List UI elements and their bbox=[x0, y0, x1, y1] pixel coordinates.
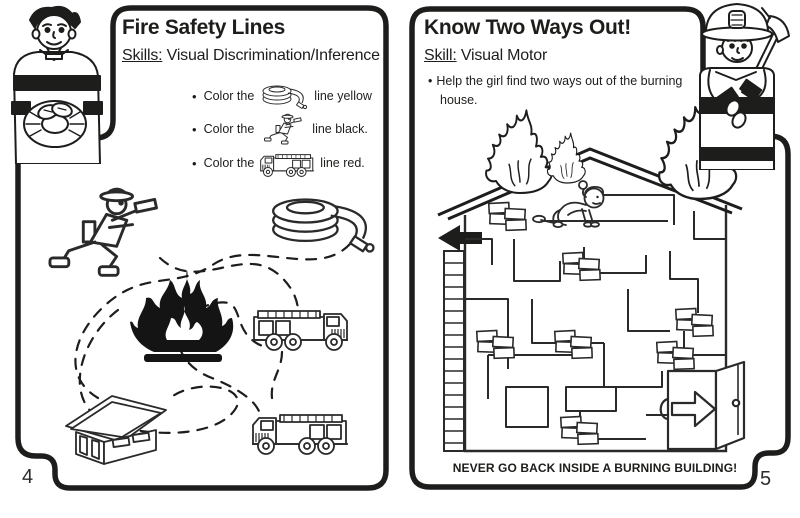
flame-icon bbox=[546, 132, 586, 184]
skill-label: Skill: bbox=[424, 47, 457, 64]
skill-text: Visual Motor bbox=[460, 47, 548, 64]
flame-icon bbox=[485, 109, 553, 195]
fire-flame-figure bbox=[130, 270, 234, 362]
instruction-row-firefighter: • Color the line black. bbox=[192, 112, 368, 146]
instruction-suffix: line red. bbox=[320, 156, 365, 170]
exit-arrow-left-icon bbox=[438, 225, 482, 251]
instruction-prefix: Color the bbox=[203, 156, 255, 170]
instruction-text: Help the girl find two ways out of the b… bbox=[436, 74, 683, 107]
instruction-suffix: line black. bbox=[312, 122, 368, 136]
left-page-number: 4 bbox=[22, 466, 34, 488]
exit-arrow-right-icon bbox=[670, 390, 717, 428]
two-ways-out-maze bbox=[437, 103, 746, 453]
instruction-row-truck: • Color the line red. bbox=[192, 148, 365, 178]
bullet-glyph: • bbox=[192, 121, 197, 137]
firefighter-with-axe-figure bbox=[699, 3, 790, 170]
skills-label: Skills: bbox=[122, 47, 163, 64]
instruction-suffix: line yellow bbox=[314, 89, 372, 103]
bullet-glyph: • bbox=[428, 74, 433, 88]
fire-safety-lines-activity bbox=[48, 187, 375, 465]
right-page-skill-line: Skill: Visual Motor bbox=[424, 47, 547, 65]
left-page-title: Fire Safety Lines bbox=[122, 16, 285, 39]
escape-ladder bbox=[443, 250, 465, 452]
left-page-frame bbox=[15, 5, 389, 491]
dashed-tracing-lines bbox=[74, 242, 352, 434]
hose-coil-icon bbox=[262, 85, 308, 110]
fire-truck-figure bbox=[251, 414, 349, 455]
open-door-exit bbox=[659, 360, 746, 451]
instruction-row-hose: • Color the line yellow bbox=[192, 80, 372, 112]
firefighter-running-icon bbox=[264, 113, 303, 145]
right-page-instruction: •Help the girl find two ways out of the … bbox=[428, 72, 708, 110]
instruction-prefix: Color the bbox=[203, 89, 255, 103]
left-page-skills-line: Skills: Visual Discrimination/Inference bbox=[122, 47, 380, 65]
fire-truck-figure bbox=[251, 310, 349, 351]
bullet-glyph: • bbox=[192, 88, 197, 104]
skills-text: Visual Discrimination/Inference bbox=[166, 47, 380, 64]
instruction-prefix: Color the bbox=[203, 122, 255, 136]
right-page-title: Know Two Ways Out! bbox=[424, 16, 631, 39]
firefighter-running-figure bbox=[48, 187, 158, 277]
crawling-girl-figure bbox=[532, 180, 605, 229]
fire-station-house-figure bbox=[65, 395, 167, 465]
right-page-number: 5 bbox=[760, 468, 772, 490]
man-holding-coiled-hose-figure bbox=[11, 5, 103, 164]
fire-truck-icon bbox=[259, 154, 315, 177]
coiled-hose-figure bbox=[272, 198, 375, 253]
safety-warning-text: NEVER GO BACK INSIDE A BURNING BUILDING! bbox=[452, 461, 738, 475]
bullet-glyph: • bbox=[192, 155, 197, 171]
